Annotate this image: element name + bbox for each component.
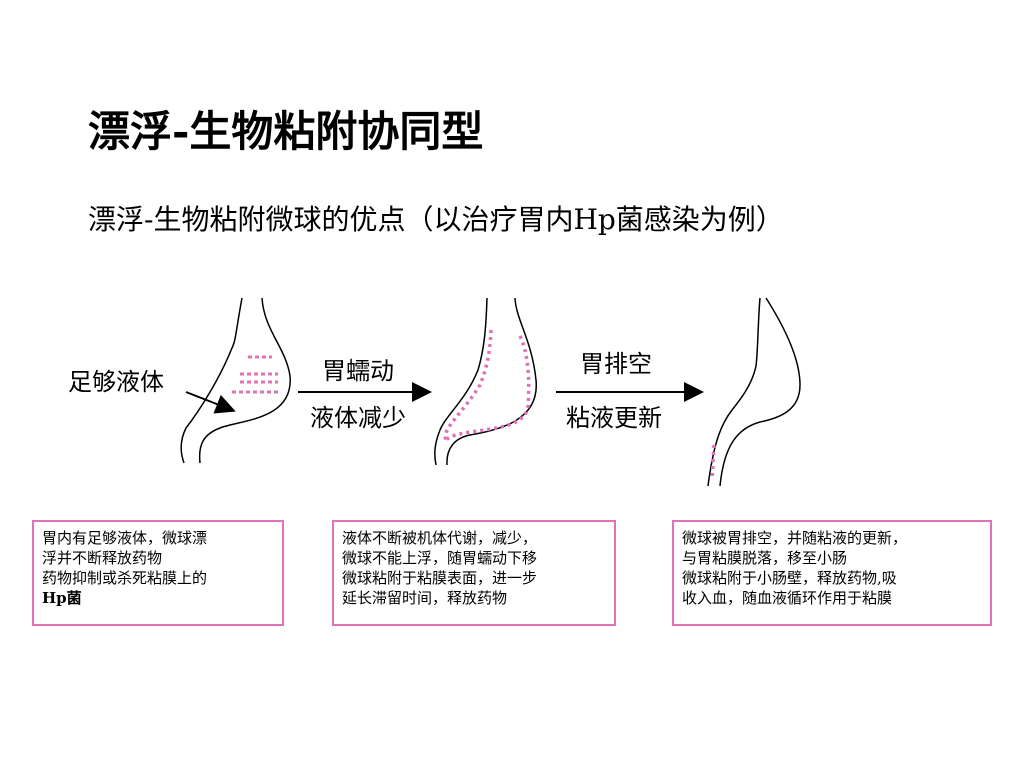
box-line: 液体不断被机体代谢，减少， <box>342 529 538 547</box>
box-line: 微球不能上浮，随胃蠕动下移 <box>342 549 538 567</box>
description-box-1: 胃内有足够液体，微球漂 浮并不断释放药物 药物抑制或杀死粘膜上的 Hp菌 <box>32 520 284 626</box>
floating-microspheres <box>232 355 280 394</box>
box-line: 药物抑制或杀死粘膜上的 <box>42 569 208 587</box>
label-gastric-emptying: 胃排空 <box>580 350 652 378</box>
fluid-pointer-arrow <box>185 391 236 414</box>
box-line: 胃内有足够液体，微球漂 <box>42 529 208 547</box>
adhered-microspheres <box>443 329 531 442</box>
box-line: 收入血，随血液循环作用于粘膜 <box>682 589 893 607</box>
intestine-microspheres <box>710 444 716 481</box>
box-line: 延长滞留时间，释放药物 <box>342 589 508 607</box>
slide-subtitle: 漂浮-生物粘附微球的优点（以治疗胃内Hp菌感染为例） <box>88 203 784 236</box>
stomach-2 <box>434 297 537 466</box>
box-line: 与胃粘膜脱落，移至小肠 <box>682 549 848 567</box>
label-sufficient-fluid: 足够液体 <box>68 368 164 396</box>
slide-title: 漂浮-生物粘附协同型 <box>88 107 484 156</box>
description-box-3: 微球被胃排空，并随粘液的更新， 与胃粘膜脱落，移至小肠 微球粘附于小肠壁，释放药… <box>672 520 992 626</box>
label-fluid-decrease: 液体减少 <box>310 404 406 432</box>
box-line: 微球粘附于小肠壁，释放药物,吸 <box>682 569 897 587</box>
stomach-3 <box>707 297 801 487</box>
description-box-2: 液体不断被机体代谢，减少， 微球不能上浮，随胃蠕动下移 微球粘附于粘膜表面，进一… <box>332 520 616 626</box>
label-mucus-renewal: 粘液更新 <box>566 404 662 432</box>
box-line: 浮并不断释放药物 <box>42 549 163 567</box>
box-line: 微球被胃排空，并随粘液的更新， <box>682 529 908 547</box>
label-peristalsis: 胃蠕动 <box>322 357 394 385</box>
box-line: 微球粘附于粘膜表面，进一步 <box>342 569 538 587</box>
stomach-1 <box>180 297 291 464</box>
box-line: Hp菌 <box>42 589 82 607</box>
